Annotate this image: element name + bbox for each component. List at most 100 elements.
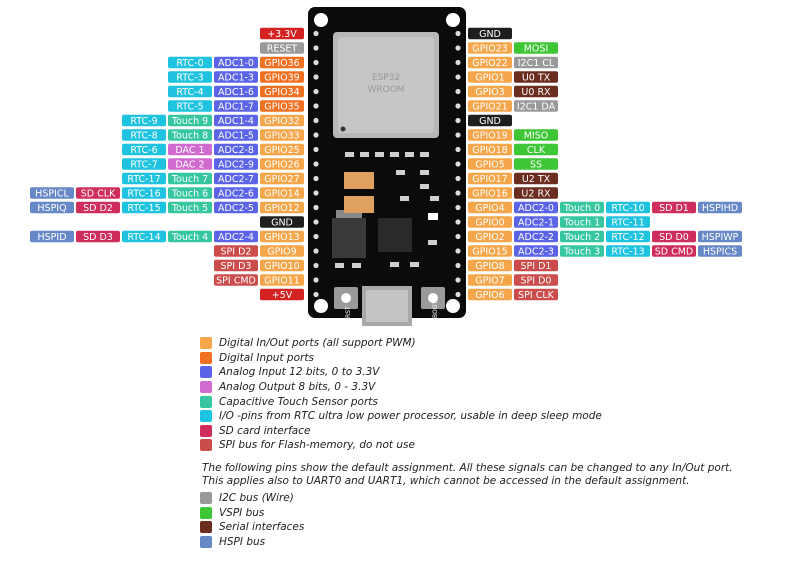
pin-label-bg [652, 245, 696, 257]
pin-label-text: U2 TX [522, 174, 551, 185]
pin-hole [455, 291, 461, 298]
boot-button-cap[interactable] [428, 293, 438, 303]
pin-label-hspid: HSPID [30, 230, 74, 243]
pin-label-gpio21: GPIO21 [468, 100, 512, 113]
pin-label-bg [652, 230, 696, 243]
pin-label-hspiq: HSPIQ [30, 201, 74, 214]
pin-label-text: RTC-17 [127, 174, 160, 185]
pin-label-text: ADC1-0 [218, 58, 254, 69]
pin-label-text: SPI D3 [221, 261, 252, 272]
pin-label-gpio4: GPIO4 [468, 201, 512, 214]
pin-label-text: GPIO34 [264, 87, 299, 98]
pin-label-sd-d0: SD D0 [652, 230, 696, 243]
mount-hole-top-right [446, 13, 460, 27]
pin-label-i2c1-da: I2C1 DA [514, 100, 558, 113]
pin-label-bg [168, 114, 212, 127]
pin-label-text: +5V [272, 290, 293, 301]
pin-label-reset: RESET [260, 42, 304, 55]
pin-label-text: ADC2-4 [218, 232, 254, 243]
pin-label-text: RTC-0 [176, 58, 203, 69]
pin-label-bg [214, 85, 258, 98]
pin-label-bg [122, 129, 166, 141]
smd-part [420, 184, 429, 189]
pin-label-miso: MISO [514, 129, 558, 142]
module-pin1-dot [340, 126, 346, 132]
pin-label-spi-d2: SPI D2 [214, 245, 258, 258]
pin-hole [455, 190, 461, 196]
legend-functions: Digital In/Out ports (all support PWM)Di… [200, 336, 733, 453]
pin-label-text: HSPID [37, 232, 66, 243]
pin-label-text: GPIO35 [264, 102, 299, 113]
pin-label-bg [122, 143, 166, 156]
pin-label-rtc-15: RTC-15 [122, 201, 166, 214]
pin-label-bg [514, 259, 558, 272]
pin-label-adc2-6: ADC2-6 [214, 187, 258, 200]
pin-label-rtc-13: RTC-13 [606, 245, 650, 258]
pin-label-adc1-4: ADC1-4 [214, 114, 258, 127]
pin-label-bg [214, 230, 258, 243]
pin-label-sd-d1: SD D1 [652, 201, 696, 214]
pin-label-text: HSPIWP [702, 232, 739, 243]
pin-hole [455, 59, 461, 66]
pin-label-rtc-10: RTC-10 [606, 201, 650, 214]
pin-label-text: GPIO23 [472, 44, 507, 55]
pin-label-text: GPIO16 [472, 189, 507, 200]
pin-label-bg [514, 100, 558, 112]
pin-hole [455, 117, 461, 124]
pin-hole [455, 233, 461, 240]
pin-label-text: GPIO26 [264, 160, 299, 171]
pin-label-text: HSPICS [703, 247, 737, 258]
legend-text: VSPI bus [219, 506, 265, 519]
chip-label-line2: WROOM [367, 85, 404, 95]
pin-label-bg [468, 114, 512, 127]
pin-label-bg [214, 158, 258, 170]
pin-label-rtc-9: RTC-9 [122, 114, 166, 127]
smd-part [352, 263, 361, 268]
pin-label-rtc-0: RTC-0 [168, 56, 212, 69]
pin-label-bg [260, 274, 304, 286]
pin-label-bg [560, 245, 604, 257]
pin-label-text: SPI D1 [521, 261, 552, 272]
pin-label-text: RTC-10 [611, 203, 644, 214]
pin-label-u2-rx: U2 RX [514, 187, 558, 200]
pin-label-bg [30, 187, 74, 199]
pin-label-text: Touch 2 [563, 232, 600, 243]
pin-label-bg [606, 245, 650, 257]
pin-label-bg [168, 100, 212, 112]
pin-label-gpio12: GPIO12 [260, 201, 304, 214]
pin-label-5v: +5V [260, 288, 304, 301]
pin-label-sd-clk: SD CLK [76, 187, 120, 200]
pin-label-bg [468, 274, 512, 286]
voltage-regulator [332, 218, 366, 258]
pin-label-gpio35: GPIO35 [260, 100, 304, 113]
pin-label-touch-0: Touch 0 [560, 201, 604, 214]
pin-label-text: ADC2-8 [218, 145, 254, 156]
pin-label-u0-rx: U0 RX [514, 85, 558, 98]
pin-label-text: GPIO25 [264, 145, 299, 156]
pin-label-gpio17: GPIO17 [468, 172, 512, 185]
pin-hole [313, 103, 319, 109]
pin-label-bg [260, 85, 304, 98]
legend: Digital In/Out ports (all support PWM)Di… [200, 336, 733, 549]
led [428, 213, 438, 220]
pin-label-text: GPIO22 [472, 58, 507, 69]
pin-headers [313, 30, 461, 298]
pin-hole [313, 132, 319, 138]
chip-label-line1: ESP32 [372, 73, 400, 83]
pin-label-text: Touch 7 [171, 174, 208, 185]
pin-label-bg [260, 71, 304, 83]
pin-label-gnd: GND [468, 114, 512, 127]
pin-label-gpio14: GPIO14 [260, 187, 304, 200]
pin-hole [455, 175, 461, 182]
mount-hole-bottom-right [446, 299, 460, 313]
rst-button-cap[interactable] [341, 293, 351, 303]
pin-label-bg [168, 129, 212, 141]
pin-label-bg [468, 245, 512, 257]
rst-label: RST [345, 306, 352, 318]
pin-label-text: RTC-6 [130, 145, 157, 156]
pin-label-text: ADC2-7 [218, 174, 254, 185]
pin-hole [313, 233, 319, 240]
capacitor-2 [344, 196, 374, 213]
